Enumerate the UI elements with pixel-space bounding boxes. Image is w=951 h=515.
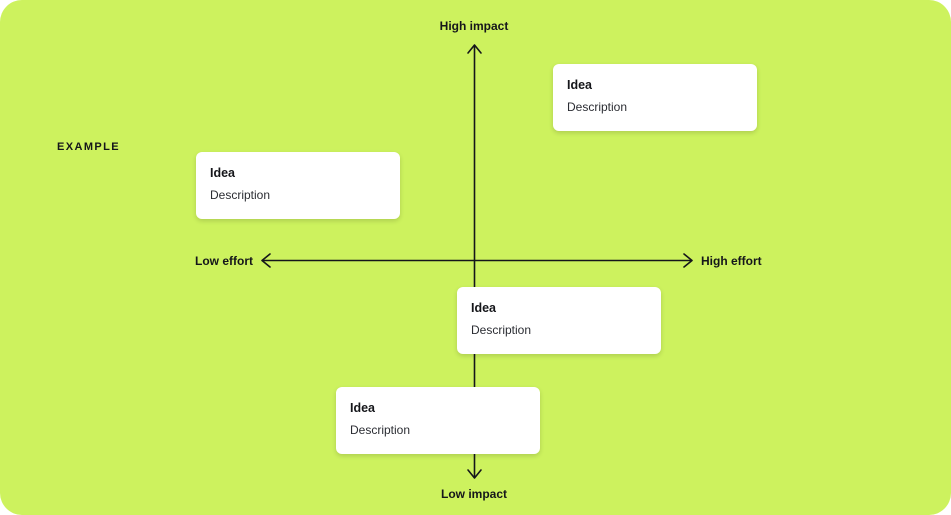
effort-axis-left-arrowhead — [261, 253, 271, 268]
idea-card-title: Idea — [567, 78, 593, 92]
axis-label-low-effort: Low effort — [195, 254, 253, 268]
effort-axis-right-arrowhead — [683, 253, 693, 268]
axis-label-low-impact: Low impact — [440, 487, 508, 501]
impact-axis-down-arrowhead — [467, 469, 482, 479]
idea-card[interactable]: Idea Description — [196, 152, 400, 219]
idea-card-description: Description — [350, 423, 411, 437]
idea-card[interactable]: Idea Description — [457, 287, 661, 354]
idea-card-title: Idea — [350, 401, 376, 415]
example-label: EXAMPLE — [57, 141, 120, 153]
impact-axis-up-arrowhead — [467, 44, 482, 54]
idea-card-title: Idea — [210, 166, 236, 180]
idea-card[interactable]: Idea Description — [336, 387, 540, 454]
idea-card-description: Description — [210, 188, 271, 202]
idea-card-title: Idea — [471, 301, 497, 315]
idea-card-description: Description — [471, 323, 532, 337]
axis-label-high-effort: High effort — [701, 254, 762, 268]
axis-label-high-impact: High impact — [439, 19, 509, 33]
idea-card[interactable]: Idea Description — [553, 64, 757, 131]
idea-card-description: Description — [567, 100, 628, 114]
